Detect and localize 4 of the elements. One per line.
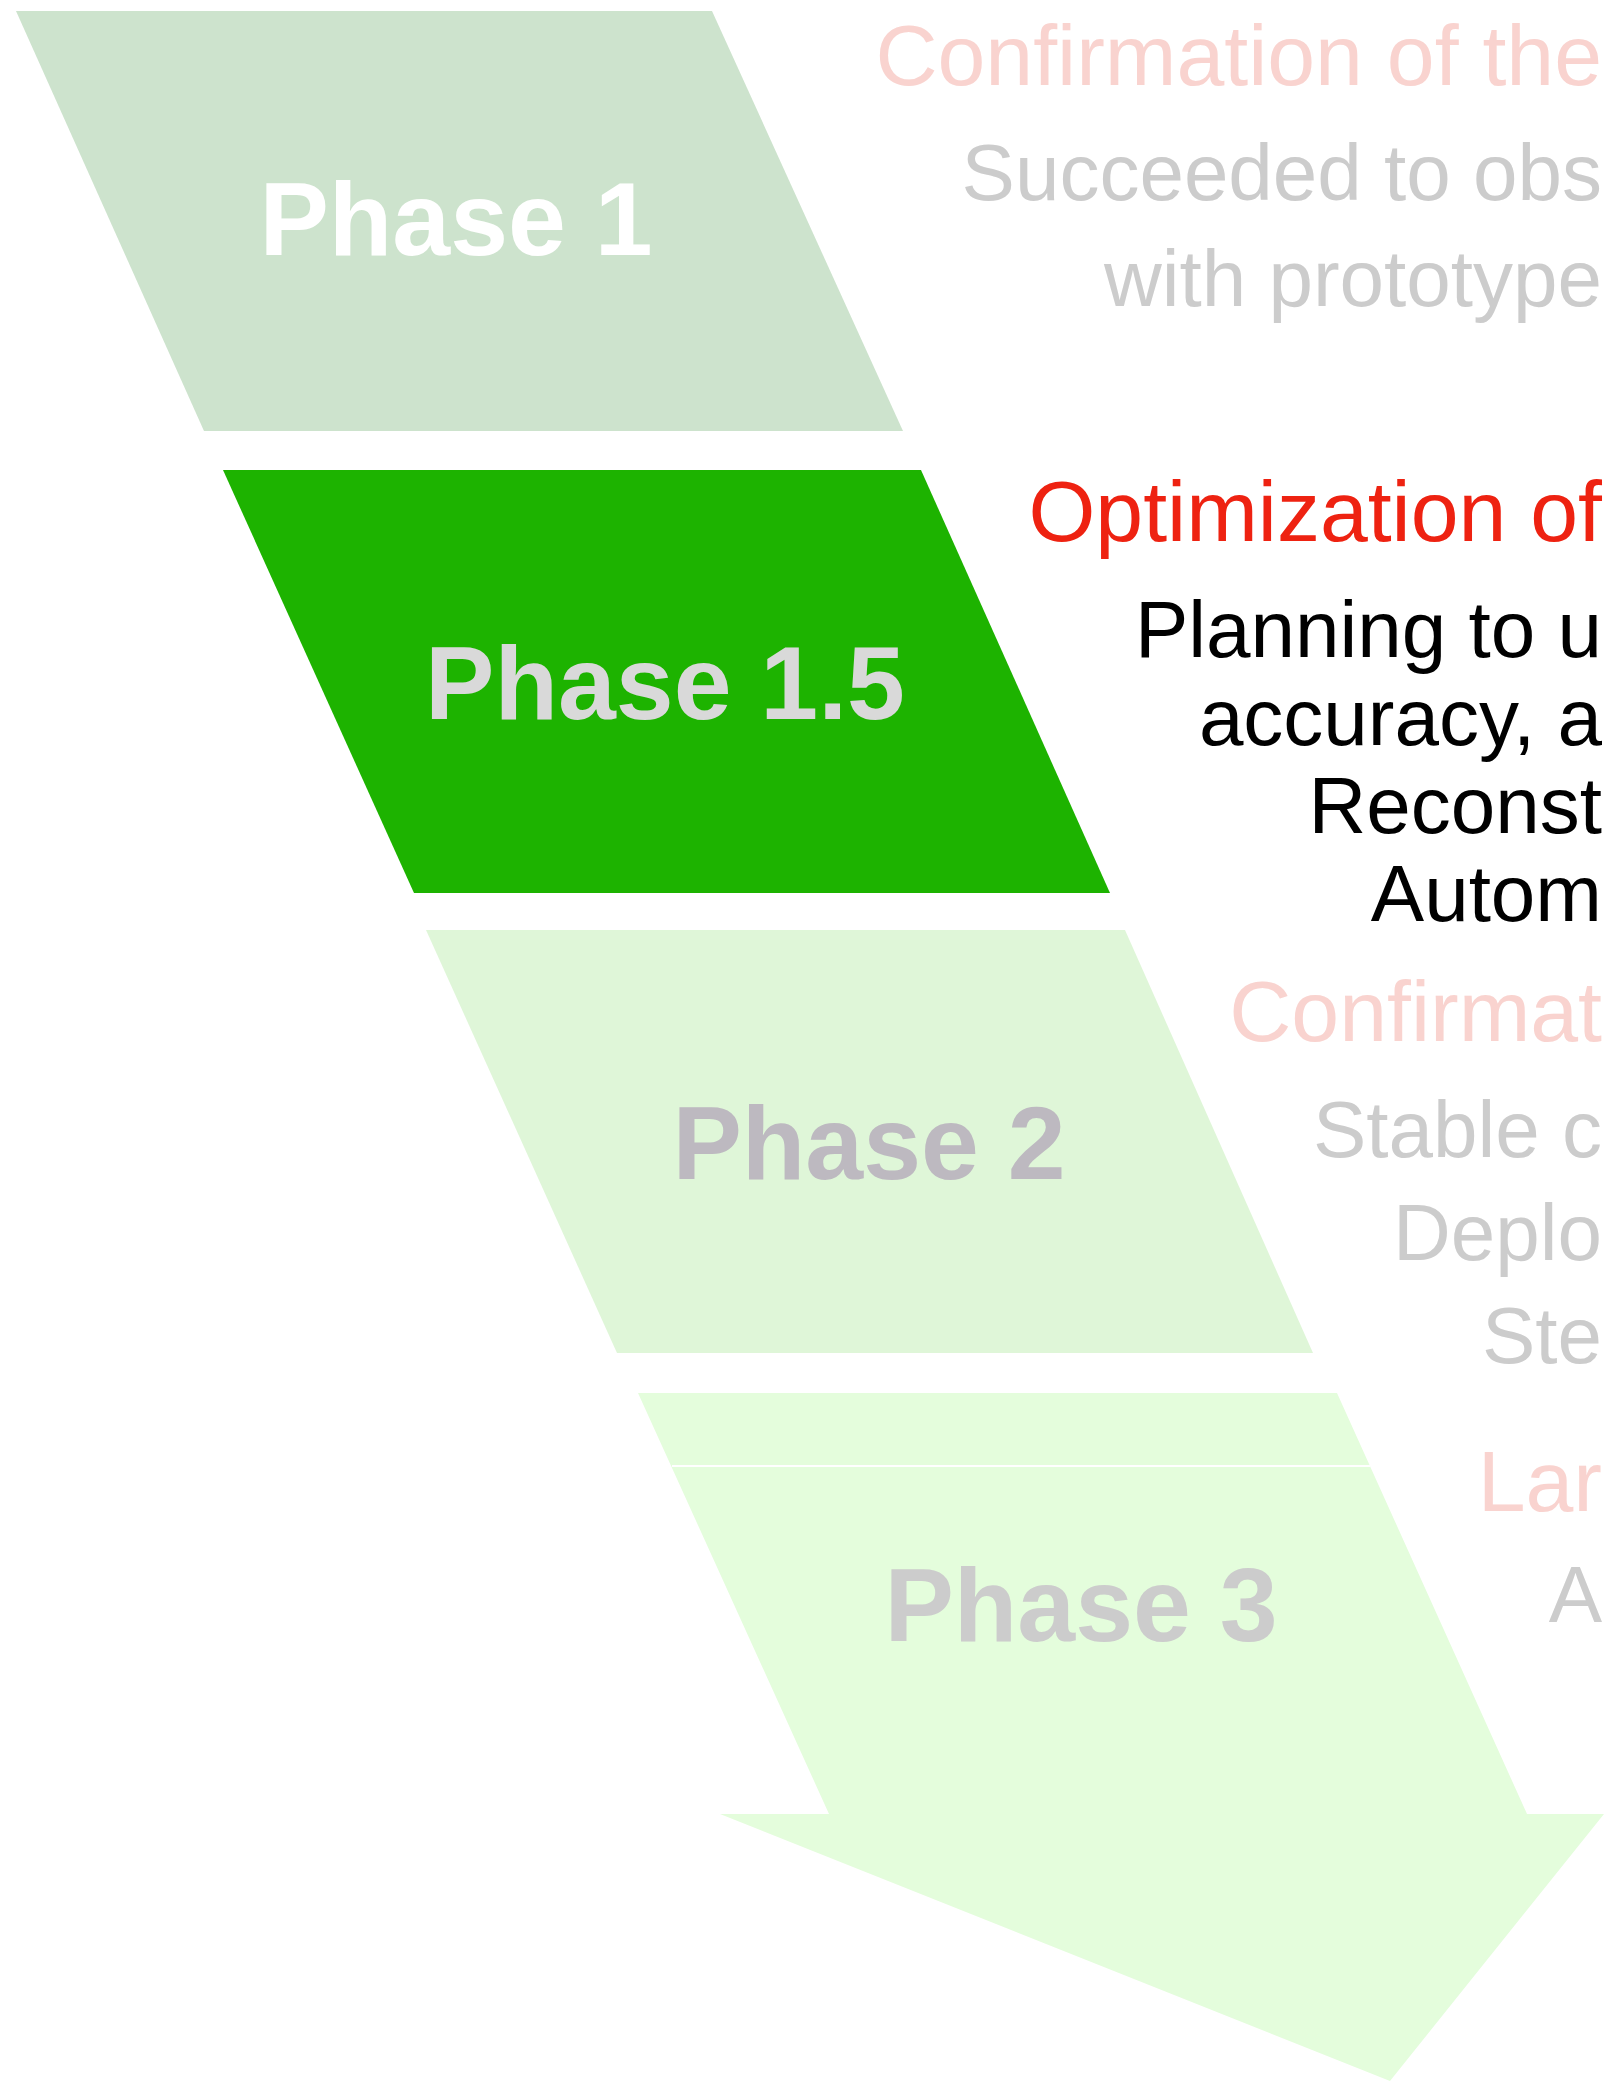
phase-heading: Optimization of xyxy=(1028,462,1602,561)
phase-label: Phase 1.5 xyxy=(425,631,905,735)
phase-label: Phase 2 xyxy=(672,1091,1066,1195)
phase-description: Planning to u accuracy, a Reconst Autom xyxy=(1134,586,1602,938)
